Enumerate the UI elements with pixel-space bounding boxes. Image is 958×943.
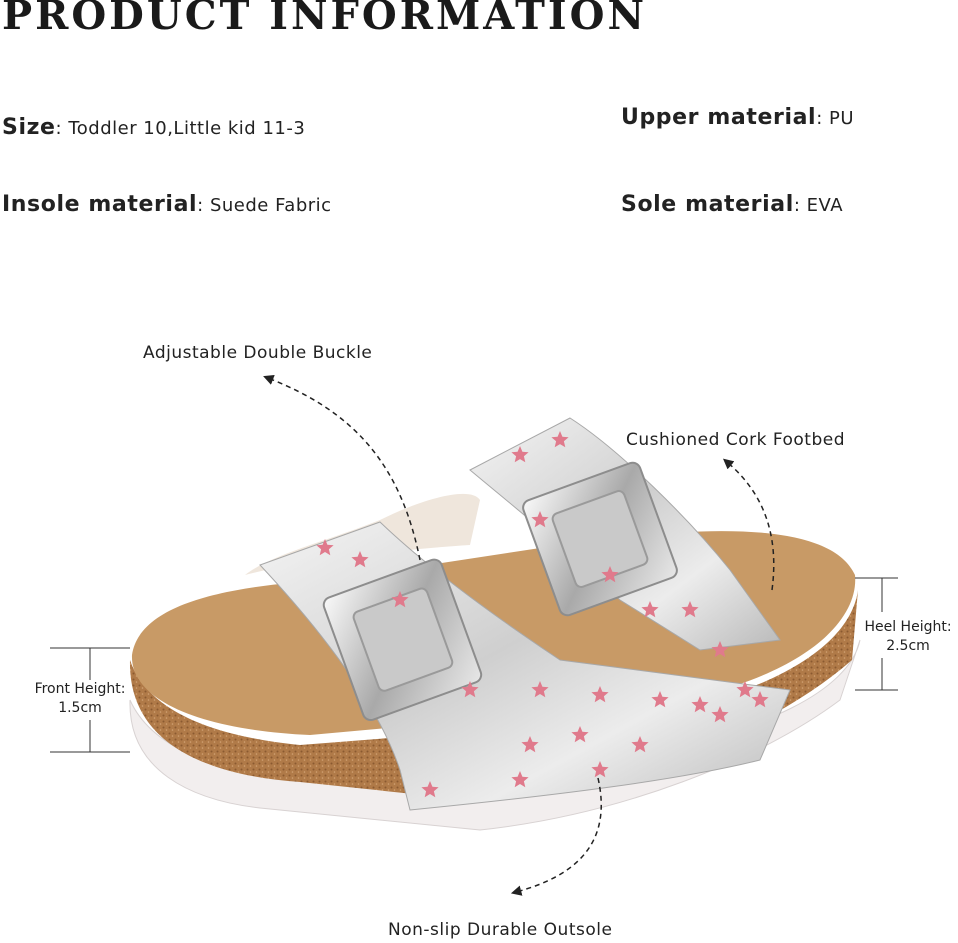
arrow-footbed — [722, 458, 775, 591]
heel-height-label: Heel Height: 2.5cm — [858, 618, 958, 656]
star-icon — [351, 551, 369, 568]
star-icon — [461, 681, 479, 698]
spec-upper-value: PU — [828, 108, 855, 129]
star-icon — [631, 736, 649, 753]
spec-insole-label: Insole material — [2, 192, 198, 217]
star-icon — [551, 431, 569, 448]
callout-outsole: Non-slip Durable Outsole — [388, 920, 613, 940]
star-icon — [681, 601, 699, 618]
front-height-label: Front Height: 1.5cm — [20, 680, 140, 718]
star-pattern — [316, 431, 769, 798]
star-icon — [641, 601, 659, 618]
heel-height-marker — [855, 577, 898, 691]
star-icon — [736, 681, 754, 698]
spec-insole: Insole material: Suede Fabric — [2, 192, 332, 217]
star-icon — [316, 539, 334, 556]
spec-sole-label: Sole material — [621, 192, 794, 217]
front-height-value: 1.5cm — [58, 700, 102, 716]
heel-height-title: Heel Height: — [864, 619, 952, 635]
star-icon — [691, 696, 709, 713]
spec-size-value: Toddler 10,Little kid 11-3 — [68, 118, 306, 139]
star-icon — [571, 726, 589, 743]
buckle-front — [322, 558, 483, 722]
spec-size-label: Size — [2, 115, 56, 140]
spec-insole-value: Suede Fabric — [209, 195, 332, 216]
spec-sole: Sole material: EVA — [621, 192, 844, 217]
star-icon — [711, 706, 729, 723]
front-height-title: Front Height: — [34, 681, 126, 697]
spec-sole-value: EVA — [806, 195, 844, 216]
star-icon — [511, 771, 529, 788]
heel-height-value: 2.5cm — [886, 638, 930, 654]
star-icon — [421, 781, 439, 798]
buckle-back — [522, 461, 678, 617]
star-icon — [391, 591, 409, 608]
callout-buckle: Adjustable Double Buckle — [143, 343, 373, 363]
star-icon — [521, 736, 539, 753]
star-icon — [591, 761, 609, 778]
star-icon — [531, 681, 549, 698]
arrow-buckle — [263, 375, 421, 561]
callout-footbed: Cushioned Cork Footbed — [626, 430, 846, 450]
star-icon — [601, 566, 619, 583]
spec-upper: Upper material: PU — [621, 105, 855, 130]
page-title: PRODUCT INFORMATION — [2, 0, 648, 39]
spec-size: Size: Toddler 10,Little kid 11-3 — [2, 115, 306, 140]
star-icon — [511, 446, 529, 463]
star-icon — [711, 641, 729, 658]
arrow-outsole — [510, 777, 602, 896]
star-icon — [531, 511, 549, 528]
star-icon — [751, 691, 769, 708]
star-icon — [591, 686, 609, 703]
spec-upper-label: Upper material — [621, 105, 817, 130]
star-icon — [651, 691, 669, 708]
front-height-marker — [50, 647, 130, 753]
